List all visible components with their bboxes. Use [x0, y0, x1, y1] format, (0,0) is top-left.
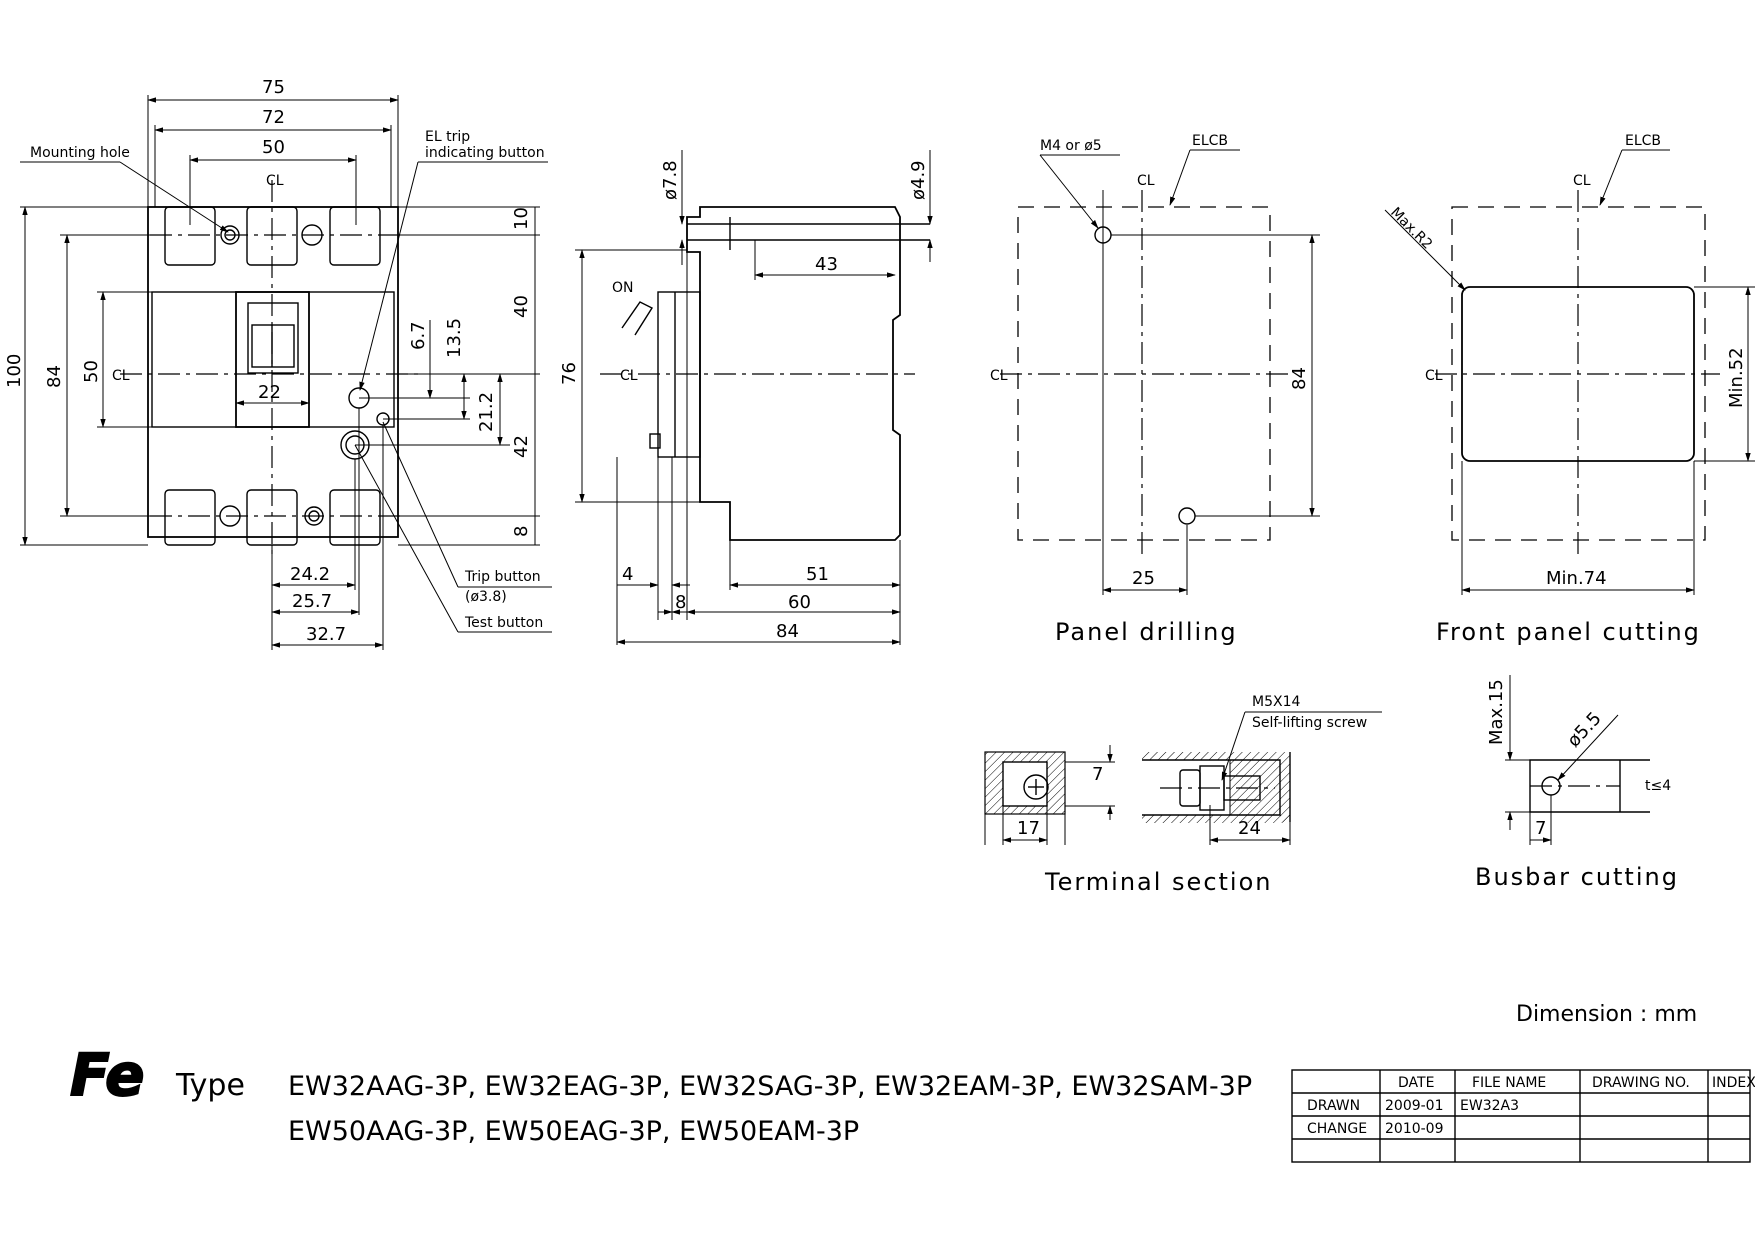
- terminal-section-view: 7 17 24 M5X14 Self-lifting screw Termina…: [984, 694, 1382, 896]
- dim-d7-8: ø7.8: [660, 160, 681, 200]
- max-r2-label: Max.R2: [1387, 205, 1435, 253]
- min52-label: Min.52: [1726, 347, 1747, 408]
- row-drawn-label: DRAWN: [1307, 1098, 1360, 1114]
- header-date: DATE: [1398, 1075, 1434, 1091]
- terminal-section-caption: Terminal section: [1044, 868, 1273, 896]
- dim-6-7: 6.7: [408, 321, 429, 350]
- dim-8: 8: [511, 526, 532, 537]
- dim-25-7: 25.7: [292, 591, 332, 612]
- dim-10: 10: [511, 207, 532, 230]
- centerline-mark-side: CL: [620, 368, 638, 384]
- dim-22: 22: [258, 382, 281, 403]
- busbar-cutting-view: Max.15 7 ø5.5 t≤4 Busbar cutting: [1475, 675, 1679, 891]
- units-note: Dimension : mm: [1516, 1002, 1697, 1027]
- dim-24-terminal: 24: [1238, 818, 1261, 839]
- dim-7-terminal: 7: [1092, 764, 1103, 785]
- row-change-label: CHANGE: [1307, 1121, 1367, 1137]
- mounting-hole-label: Mounting hole: [30, 145, 130, 161]
- header-index: INDEX: [1712, 1075, 1755, 1091]
- centerline-mark-cut: CL: [1573, 173, 1591, 189]
- el-trip-label-1: EL trip: [425, 129, 470, 145]
- dim-100: 100: [4, 354, 25, 388]
- elcb-label-drill: ELCB: [1192, 133, 1228, 149]
- type-label: Type: [175, 1068, 245, 1103]
- t4-label: t≤4: [1645, 778, 1671, 794]
- centerline-mark-left: CL: [112, 368, 130, 384]
- dim-d4-9: ø4.9: [908, 160, 929, 200]
- brand-logo: Fe: [69, 1040, 145, 1110]
- dim-50-side: 50: [81, 360, 102, 383]
- dim-7-busbar: 7: [1535, 818, 1546, 839]
- dim-42: 42: [511, 435, 532, 458]
- dim-25: 25: [1132, 568, 1155, 589]
- row-drawn-file: EW32A3: [1460, 1098, 1519, 1114]
- hole-size-label: M4 or ø5: [1040, 138, 1102, 154]
- header-file-name: FILE NAME: [1472, 1075, 1546, 1091]
- dim-40: 40: [511, 295, 532, 318]
- dim-24-2: 24.2: [290, 564, 330, 585]
- d5-5-label: ø5.5: [1563, 708, 1605, 751]
- dim-84-side: 84: [776, 621, 799, 642]
- dim-8-side: 8: [675, 592, 686, 613]
- dim-50-top: 50: [262, 137, 285, 158]
- dim-84: 84: [44, 365, 65, 388]
- dim-60: 60: [788, 592, 811, 613]
- header-drawing-no: DRAWING NO.: [1592, 1075, 1690, 1091]
- models-line-2: EW50AAG-3P, EW50EAG-3P, EW50EAM-3P: [288, 1116, 859, 1147]
- dim-76: 76: [559, 362, 580, 385]
- elcb-label-cut: ELCB: [1625, 133, 1661, 149]
- screw-label-2: Self-lifting screw: [1252, 715, 1367, 731]
- dim-17: 17: [1017, 818, 1040, 839]
- trip-button-label-1: Trip button: [464, 569, 541, 585]
- panel-drilling-caption: Panel drilling: [1055, 618, 1238, 646]
- dim-32-7: 32.7: [306, 624, 346, 645]
- dim-75: 75: [262, 77, 285, 98]
- front-view: 75 72 50 CL 100 84 50 CL 10 40 42: [4, 77, 552, 650]
- busbar-cutting-caption: Busbar cutting: [1475, 863, 1679, 891]
- el-trip-label-2: indicating button: [425, 145, 545, 161]
- test-button-label: Test button: [464, 615, 543, 631]
- min74-label: Min.74: [1546, 568, 1607, 589]
- on-label: ON: [612, 280, 634, 296]
- centerline-mark-drill-left: CL: [990, 368, 1008, 384]
- dim-51: 51: [806, 564, 829, 585]
- trip-button-label-2: (ø3.8): [465, 589, 507, 605]
- panel-drilling-view: 25 84 CL CL M4 or ø5 ELCB Panel drilling: [990, 133, 1320, 646]
- row-change-date: 2010-09: [1385, 1121, 1444, 1137]
- models-line-1: EW32AAG-3P, EW32EAG-3P, EW32SAG-3P, EW32…: [288, 1071, 1252, 1102]
- dim-43: 43: [815, 254, 838, 275]
- title-block: DATE FILE NAME DRAWING NO. INDEX DRAWN 2…: [1291, 1069, 1755, 1163]
- row-drawn-date: 2009-01: [1385, 1098, 1444, 1114]
- centerline-mark-cut-left: CL: [1425, 368, 1443, 384]
- front-panel-cutting-view: CL CL Min.52 Min.74 Max.R2 ELCB Front pa…: [1384, 133, 1755, 646]
- centerline-mark-drill: CL: [1137, 173, 1155, 189]
- dim-84-drill: 84: [1289, 367, 1310, 390]
- dim-13-5: 13.5: [444, 318, 465, 358]
- dim-21-2: 21.2: [476, 392, 497, 432]
- side-view: CL ON ø7.8 ø4.9 43 76 4 8 51 60 84: [559, 150, 933, 645]
- screw-label-1: M5X14: [1252, 694, 1300, 710]
- front-panel-cutting-caption: Front panel cutting: [1436, 618, 1701, 646]
- centerline-mark: CL: [266, 173, 284, 189]
- dim-72: 72: [262, 107, 285, 128]
- max15-label: Max.15: [1486, 679, 1507, 745]
- fe-logo: Fe: [70, 1041, 144, 1109]
- dim-4: 4: [622, 564, 633, 585]
